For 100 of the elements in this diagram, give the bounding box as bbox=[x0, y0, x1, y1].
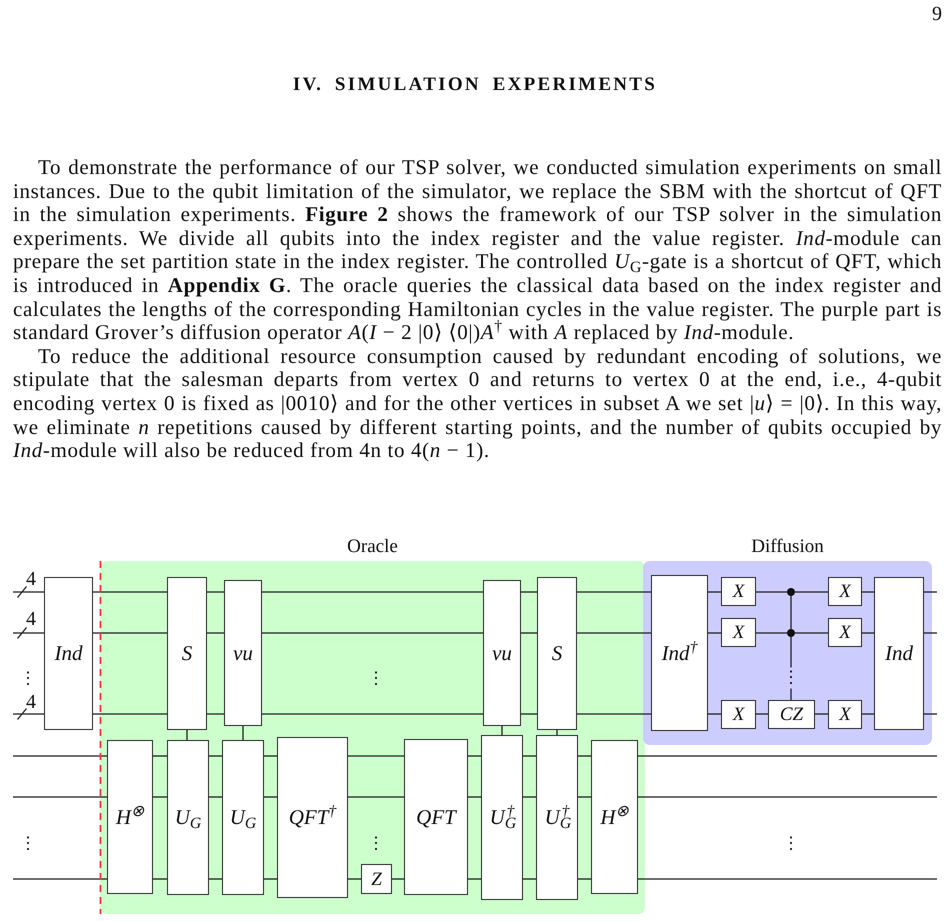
gate-label: QFT bbox=[416, 806, 456, 828]
gate-label: Ind bbox=[54, 643, 82, 664]
gate-label: H$^{⊗}$ bbox=[116, 806, 144, 828]
gate-box bbox=[874, 577, 924, 730]
circuit-wire bbox=[468, 878, 481, 880]
circuit-wire bbox=[578, 878, 591, 880]
body-paragraph: To reduce the additional resource consumption caused by redundant encoding of solutions, we stipulate that the salesman departs from vertex 0 and returns to vertex 0 at the end, i.e., 4-qubit encoding vertex 0 is fixed as |0010⟩ and for the other vertices in subset A we set |u⟩ = |0⟩. In this way, we eliminate n repetitions caused by different starting points, and the number of qubits occupied by Ind-module will also be reduced from 4n to 4(n − 1). bbox=[13, 344, 942, 463]
circuit-wire bbox=[348, 755, 404, 757]
page-number: 9 bbox=[932, 3, 942, 25]
gate-box bbox=[481, 735, 523, 900]
body-paragraph: To demonstrate the performance of our TSP solver, we conducted simulation experiments on small instances. Due to the qubit limitation of the simulator, we replace the SBM with the shortcut of QFT in the simulation experiments. Figure 2 shows the framework of our TSP solver in the simulation experiments. We divide all qubits into the index register and the value register. Ind-module can prepare the set partition state in the index register. The controlled U$_{G}$-gate is a shortcut of QFT, which is introduced in Appendix G. The oracle queries the classical data based on the index register and calculates the lengths of the corresponding Hamiltonian cycles in the value register. The purple part is standard Grover’s diffusion operator A(I − 2 |0⟩ ⟨0|)A$^{†}$ with A replaced by Ind-module. bbox=[13, 156, 942, 345]
circuit-wire bbox=[578, 796, 591, 798]
circuit-wire bbox=[924, 591, 937, 593]
circuit-wire bbox=[93, 591, 167, 593]
gate-box bbox=[828, 618, 862, 647]
circuit-wire bbox=[638, 878, 937, 880]
circuit-wire bbox=[264, 755, 277, 757]
circuit-wire bbox=[262, 591, 483, 593]
circuit-wire bbox=[862, 591, 874, 593]
circuit-wire bbox=[207, 713, 224, 715]
ellipsis-mark: ⋮ bbox=[20, 670, 36, 688]
gate-box bbox=[167, 577, 207, 730]
circuit-wire bbox=[262, 713, 483, 715]
gate-label: Ind bbox=[885, 643, 913, 664]
circuit-wire bbox=[815, 713, 828, 715]
circuit-wire bbox=[207, 632, 224, 634]
circuit-wire bbox=[924, 713, 937, 715]
gate-label: X bbox=[839, 623, 851, 642]
gate-label: CZ bbox=[780, 705, 804, 724]
gate-box bbox=[107, 740, 153, 894]
gate-label: Ind$^{†}$ bbox=[662, 642, 698, 664]
circuit-wire bbox=[521, 713, 537, 715]
circuit-wire bbox=[523, 878, 536, 880]
gate-box bbox=[224, 580, 262, 726]
circuit-wire bbox=[924, 632, 937, 634]
ellipsis-mark: ⋮ bbox=[782, 836, 800, 852]
gate-label: S bbox=[182, 643, 192, 664]
gate-label: S bbox=[552, 643, 562, 664]
circuit-wire bbox=[708, 632, 721, 634]
control-line bbox=[556, 730, 558, 735]
circuit-wire bbox=[13, 591, 44, 593]
gate-label: Z bbox=[371, 870, 382, 888]
gate-box bbox=[591, 740, 638, 894]
ellipsis-mark: ⋮ bbox=[20, 836, 36, 852]
circuit-wire bbox=[264, 878, 277, 880]
gate-box bbox=[537, 577, 577, 730]
gate-box bbox=[277, 737, 348, 898]
panel-heading: Diffusion bbox=[751, 536, 824, 558]
circuit-wire bbox=[13, 632, 44, 634]
circuit-wire bbox=[93, 713, 167, 715]
gate-label: QFT$^{†}$ bbox=[288, 807, 336, 828]
circuit-wire bbox=[638, 755, 937, 757]
panel-heading: Oracle bbox=[347, 536, 398, 558]
gate-label: X bbox=[732, 623, 744, 642]
circuit-wire bbox=[577, 632, 651, 634]
gate-box bbox=[361, 864, 392, 894]
gate-box bbox=[828, 577, 862, 606]
circuit-wire bbox=[13, 755, 107, 757]
gate-label: U$_{G}$ bbox=[230, 807, 256, 828]
circuit-wire bbox=[93, 632, 167, 634]
circuit-wire bbox=[209, 755, 222, 757]
gate-label: X bbox=[732, 705, 744, 724]
gate-box bbox=[721, 618, 756, 647]
circuit-wire bbox=[468, 755, 481, 757]
circuit-wire bbox=[577, 713, 651, 715]
circuit-wire bbox=[578, 755, 591, 757]
circuit-wire bbox=[756, 713, 768, 715]
gate-box bbox=[828, 700, 862, 729]
circuit-wire bbox=[756, 591, 787, 593]
circuit-wire bbox=[13, 796, 107, 798]
gate-label: vu bbox=[492, 642, 512, 664]
gate-label: H$^{⊗}$ bbox=[600, 806, 629, 828]
circuit-wire bbox=[795, 591, 828, 593]
circuit-wire bbox=[638, 796, 937, 798]
circuit-wire bbox=[523, 796, 536, 798]
control-line bbox=[501, 726, 503, 735]
gate-label: X bbox=[732, 582, 744, 601]
gate-box bbox=[44, 577, 93, 730]
circuit-wire bbox=[708, 713, 721, 715]
bus-width-label: 4 bbox=[26, 609, 36, 629]
gate-box bbox=[721, 700, 756, 729]
gate-label: vu bbox=[233, 642, 253, 664]
gate-box bbox=[536, 735, 578, 900]
ellipsis-mark: ⋮ bbox=[368, 836, 384, 852]
circuit-wire bbox=[795, 632, 828, 634]
control-line bbox=[790, 596, 792, 629]
gate-box bbox=[768, 700, 815, 729]
circuit-wire bbox=[521, 632, 537, 634]
circuit-wire bbox=[153, 878, 167, 880]
circuit-wire bbox=[153, 755, 167, 757]
gate-box bbox=[721, 577, 756, 606]
circuit-wire bbox=[468, 796, 481, 798]
gate-label: X bbox=[839, 582, 851, 601]
gate-box bbox=[404, 739, 468, 895]
gate-box bbox=[167, 740, 209, 895]
circuit-wire bbox=[13, 713, 44, 715]
circuit-wire bbox=[392, 878, 404, 880]
gate-label: U$_{G}$ bbox=[174, 807, 202, 828]
circuit-wire bbox=[262, 632, 483, 634]
bus-width-label: 4 bbox=[26, 692, 36, 712]
